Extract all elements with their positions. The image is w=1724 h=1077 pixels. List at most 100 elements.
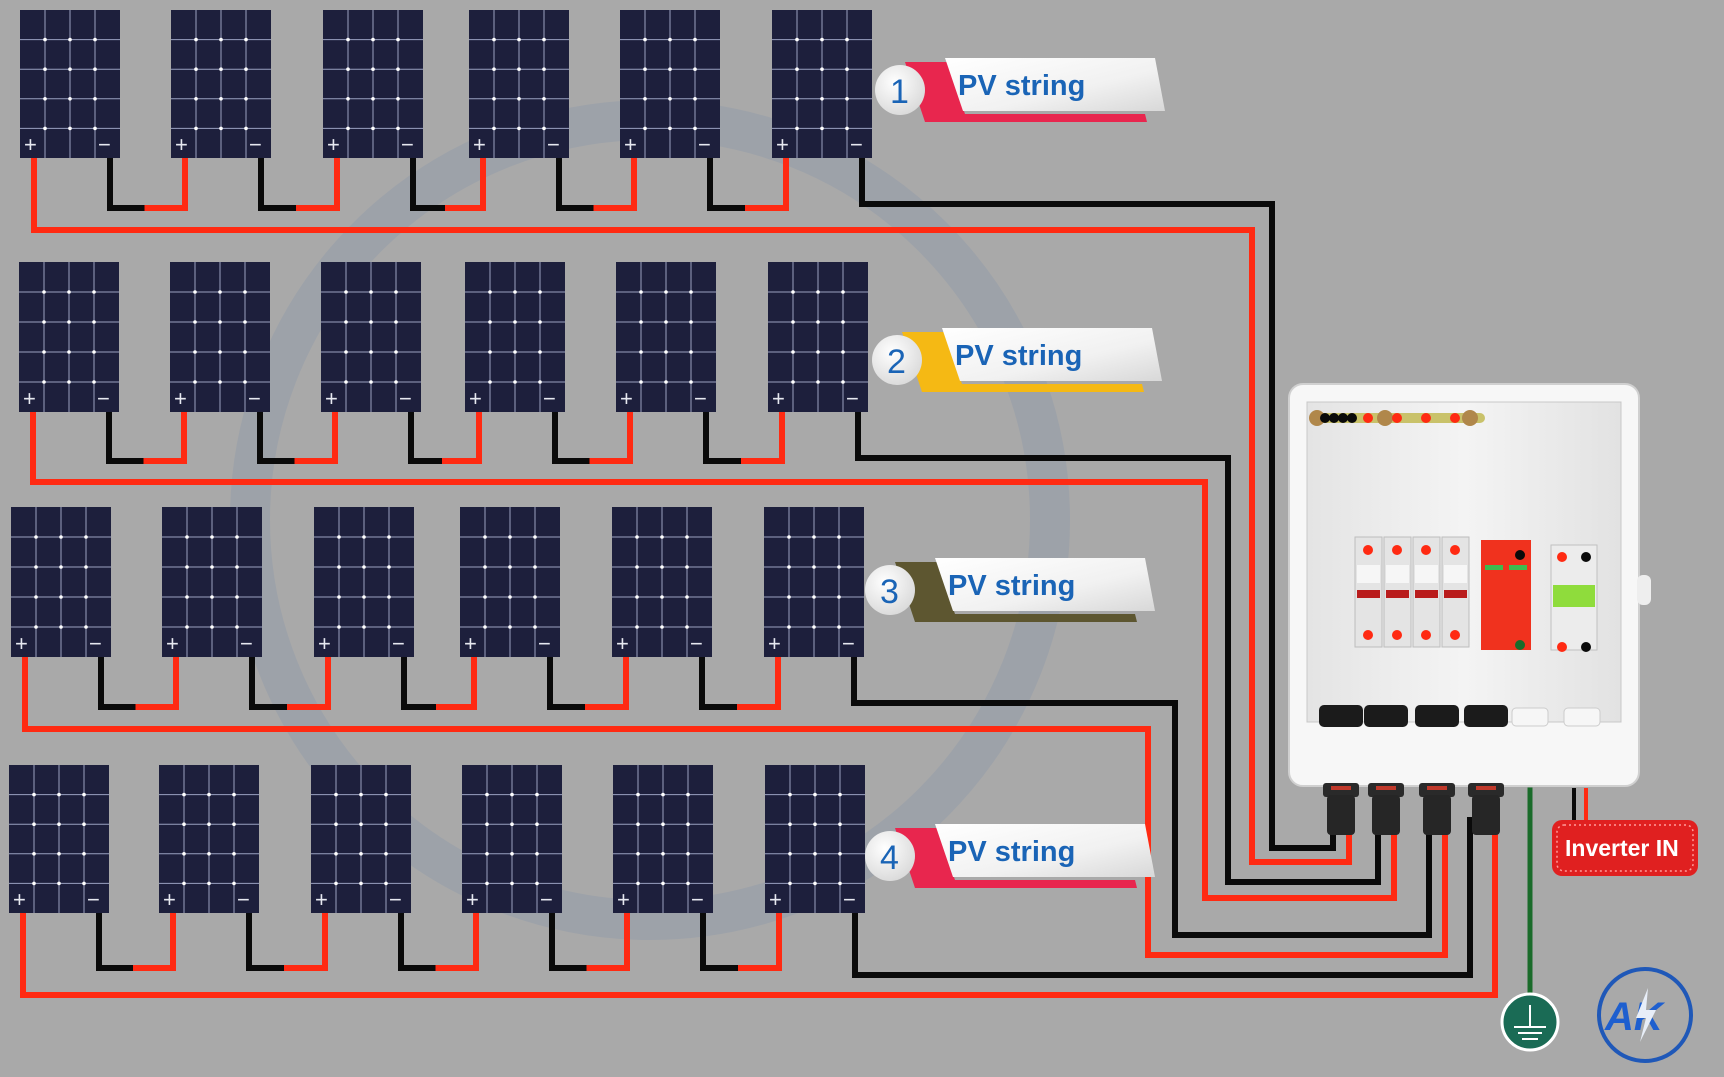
panel-cell-dot xyxy=(538,380,542,384)
box-latch xyxy=(1637,575,1651,605)
panel-cell-dot xyxy=(513,380,517,384)
panel-cell-dot xyxy=(359,852,363,856)
spd-indicator xyxy=(1485,565,1503,570)
panel-cell-dot xyxy=(820,97,824,101)
panel-cell-dot xyxy=(513,320,517,324)
panel-cell-dot xyxy=(92,350,96,354)
series-jumper-negative xyxy=(410,155,451,211)
panel-cell-dot xyxy=(535,852,539,856)
negative-terminal-symbol: − xyxy=(547,132,560,157)
label-number: 3 xyxy=(880,573,899,611)
panel-cell-dot xyxy=(194,67,198,71)
panel-cell-dot xyxy=(488,290,492,294)
panel-cell-dot xyxy=(182,852,186,856)
panel-cell-dot xyxy=(68,126,72,131)
inverter-badge-label: Inverter IN xyxy=(1565,835,1679,861)
solar-panel: +− xyxy=(764,507,864,657)
panel-cell-dot xyxy=(685,595,689,599)
panel-cell-dot xyxy=(68,67,72,71)
fuse-bottom-terminal xyxy=(1450,630,1460,640)
panel-cell-dot xyxy=(488,350,492,354)
panel-cell-dot xyxy=(535,822,539,826)
label-banner xyxy=(935,824,1155,877)
panel-cell-dot xyxy=(841,380,845,384)
panel-cell-dot xyxy=(636,822,640,826)
panel-cell-dot xyxy=(635,595,639,599)
output-cable-gland xyxy=(1511,707,1549,727)
panel-cell-dot xyxy=(488,380,492,384)
label-accent-ribbon xyxy=(895,562,1137,622)
panel-cell-dot xyxy=(334,852,338,856)
panel-cell-dot xyxy=(538,290,542,294)
inner-cable-gland xyxy=(1364,705,1408,727)
series-jumper-negative xyxy=(249,654,293,710)
panel-cell-dot xyxy=(636,881,640,886)
panel-cell-dot xyxy=(668,37,672,42)
positive-terminal-symbol: + xyxy=(174,386,187,411)
panel-cell-dot xyxy=(344,320,348,324)
panel-cell-dot xyxy=(232,822,236,826)
panel-cell-dot xyxy=(685,625,689,629)
fuse-top-terminal xyxy=(1450,545,1460,555)
panel-cell-dot xyxy=(689,290,693,294)
panel-cell-dot xyxy=(84,625,88,629)
panel-cell-dot xyxy=(485,822,489,826)
panel-cell-dot xyxy=(533,595,537,599)
series-jumper-negative xyxy=(556,155,600,211)
inverter-in-badge[interactable]: Inverter IN xyxy=(1552,820,1698,876)
negative-terminal-symbol: − xyxy=(842,631,855,656)
inner-cable-gland xyxy=(1319,705,1363,727)
panel-cell-dot xyxy=(337,565,341,569)
series-jumper-negative xyxy=(257,409,301,464)
panel-cell-dot xyxy=(68,97,72,101)
panel-cell-dot xyxy=(837,565,841,569)
panel-cell-dot xyxy=(82,881,86,886)
panel-cell-dot xyxy=(42,350,46,354)
series-jumper-positive xyxy=(442,409,482,464)
series-jumper-negative xyxy=(549,910,593,971)
panel-cell-dot xyxy=(483,535,487,539)
busbar-screw xyxy=(1377,410,1393,426)
combiner-box xyxy=(1288,383,1651,835)
panel-cell-dot xyxy=(396,37,400,42)
panel-cell-dot xyxy=(686,792,690,797)
panel-cell-dot xyxy=(787,535,791,539)
negative-terminal-symbol: − xyxy=(850,132,863,157)
panel-cell-dot xyxy=(244,97,248,101)
panel-cell-dot xyxy=(43,97,47,101)
panel-cell-dot xyxy=(689,320,693,324)
panel-cell-dot xyxy=(207,852,211,856)
series-jumper-positive xyxy=(585,654,629,710)
positive-terminal-symbol: + xyxy=(315,887,328,912)
panel-cell-dot xyxy=(813,881,817,886)
negative-terminal-dot xyxy=(1338,413,1348,423)
panel-cell-dot xyxy=(660,625,664,629)
positive-terminal-symbol: + xyxy=(473,132,486,157)
panel-cell-dot xyxy=(538,350,542,354)
isolator-positive-in xyxy=(1557,552,1567,562)
panel-cell-dot xyxy=(492,97,496,101)
fuse-label xyxy=(1386,565,1409,583)
panel-cell-dot xyxy=(812,565,816,569)
panel-cell-dot xyxy=(639,320,643,324)
panel-cell-dot xyxy=(510,881,514,886)
fuse-top-terminal xyxy=(1363,545,1373,555)
panel-cell-dot xyxy=(816,290,820,294)
panel-cell-dot xyxy=(813,852,817,856)
panel-cell-dot xyxy=(82,852,86,856)
series-jumper-positive xyxy=(287,654,331,710)
panel-cell-dot xyxy=(394,320,398,324)
panel-cell-dot xyxy=(59,625,63,629)
panel-cell-dot xyxy=(845,126,849,131)
panel-cell-dot xyxy=(232,792,236,797)
panel-cell-dot xyxy=(813,792,817,797)
panel-cell-dot xyxy=(235,625,239,629)
label-number-badge xyxy=(875,65,925,115)
fuse-holder xyxy=(1412,413,1441,648)
series-jumper-negative xyxy=(699,654,743,710)
label-number: 4 xyxy=(880,839,899,877)
solar-panel: +− xyxy=(765,765,865,913)
panel-cell-dot xyxy=(636,852,640,856)
mc4-stripe xyxy=(1376,786,1396,790)
panel-cell-dot xyxy=(43,37,47,42)
